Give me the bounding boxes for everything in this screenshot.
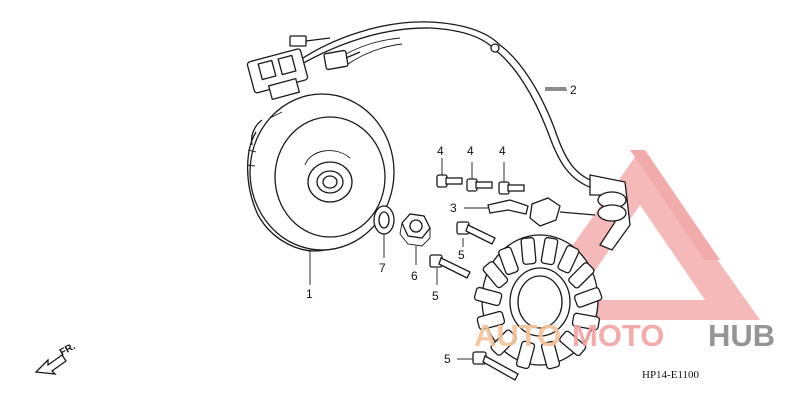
stator-bolt-a[interactable] xyxy=(456,221,496,245)
nut[interactable] xyxy=(399,213,431,247)
watermark-moto: MOTO xyxy=(572,318,664,353)
callout-2: 2 xyxy=(570,83,577,97)
callout-5c: 5 xyxy=(444,352,451,366)
watermark-hub: HUB xyxy=(708,318,775,353)
watermark-auto: AUTO xyxy=(474,318,561,353)
stator-bolt-b[interactable] xyxy=(429,254,471,279)
bolt-a[interactable] xyxy=(436,174,463,188)
grommet-icon xyxy=(589,174,631,251)
front-arrow-icon xyxy=(34,354,67,375)
stator[interactable] xyxy=(473,234,603,370)
washer[interactable] xyxy=(373,205,395,235)
callout-4a: 4 xyxy=(437,144,444,158)
callout-1: 1 xyxy=(306,287,313,301)
callout-3: 3 xyxy=(450,201,457,215)
leader-lines xyxy=(309,89,567,360)
wire-harness[interactable] xyxy=(246,21,631,251)
callout-5a: 5 xyxy=(458,248,465,262)
front-direction-indicator: FR. xyxy=(34,341,78,375)
bolt-c[interactable] xyxy=(498,181,525,195)
diagram-code: HP14-E1100 xyxy=(642,369,700,381)
front-label: FR. xyxy=(58,341,78,359)
callout-7: 7 xyxy=(379,261,386,275)
bolt-b[interactable] xyxy=(466,178,493,192)
callout-4b: 4 xyxy=(467,144,474,158)
callout-6: 6 xyxy=(411,269,418,283)
stator-bolt-c[interactable] xyxy=(472,351,519,381)
callouts: 1 2 3 4 4 4 5 5 5 6 7 xyxy=(306,83,577,366)
callout-5b: 5 xyxy=(432,289,439,303)
flywheel[interactable] xyxy=(246,93,395,252)
callout-4c: 4 xyxy=(499,144,506,158)
harness-connector-icon xyxy=(246,35,361,101)
clamp[interactable] xyxy=(487,197,596,227)
watermark-text: AUTO MOTO HUB xyxy=(474,318,775,353)
